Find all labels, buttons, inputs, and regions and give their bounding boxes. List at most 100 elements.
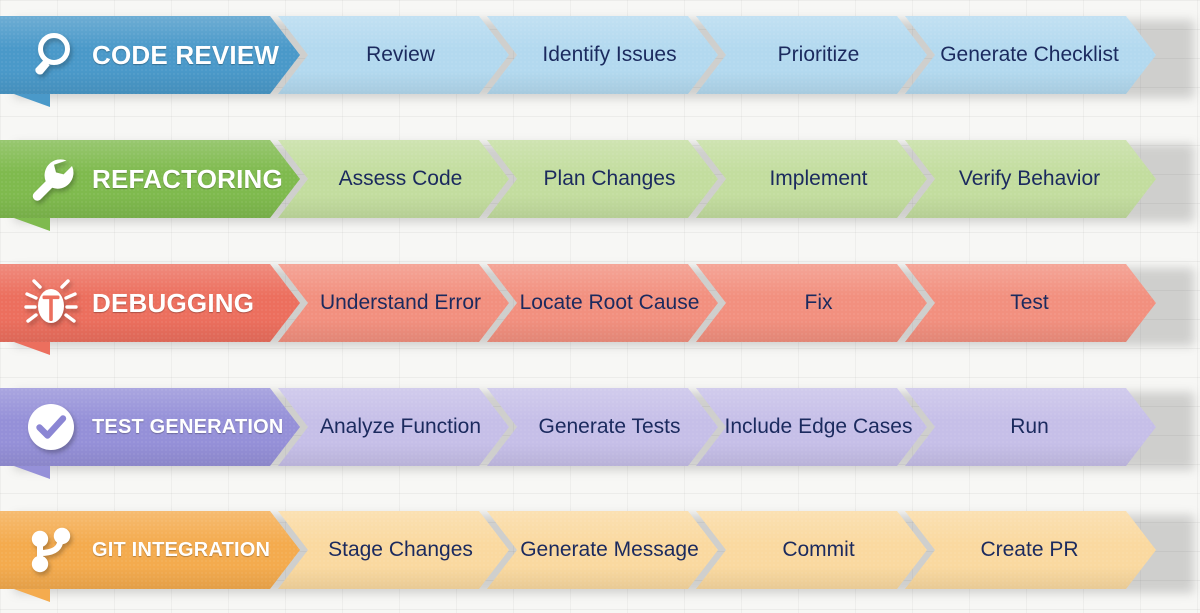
step-background [278, 388, 509, 466]
step-content: Locate Root Cause [520, 291, 700, 315]
workflow-step-test-generation-2[interactable]: Generate Tests [487, 388, 718, 466]
workflow-step-refactoring-2[interactable]: Plan Changes [487, 140, 718, 218]
workflow-title: CODE REVIEW [92, 39, 280, 70]
step-content: Generate Tests [538, 415, 680, 439]
workflow-header-debugging[interactable]: DEBUGGING [0, 264, 300, 342]
workflow-step-code-review-2[interactable]: Identify Issues [487, 16, 718, 94]
workflow-header-git-integration[interactable]: GIT INTEGRATION [0, 511, 300, 589]
workflow-title: GIT INTEGRATION [92, 538, 271, 561]
step-content: Plan Changes [544, 167, 676, 191]
header-content: CODE REVIEW [24, 28, 279, 82]
step-content: Generate Checklist [940, 43, 1119, 67]
ribbon-fold-tail [14, 94, 50, 107]
step-label: Verify Behavior [958, 167, 1101, 190]
workflow-step-debugging-2[interactable]: Locate Root Cause [487, 264, 718, 342]
step-label: Prioritize [777, 43, 860, 66]
step-background [696, 140, 927, 218]
step-content: Understand Error [320, 291, 481, 315]
step-background [487, 388, 718, 466]
ribbon-fold-tail [14, 466, 50, 479]
header-content: DEBUGGING [24, 276, 254, 330]
step-label: Review [366, 43, 435, 66]
workflow-row-debugging: DEBUGGING Understand Error Locate Root Cau… [0, 264, 1200, 355]
ribbon-fold-tail [14, 218, 50, 231]
workflow-header-code-review[interactable]: CODE REVIEW [0, 16, 300, 94]
step-content: Fix [805, 291, 833, 315]
step-background [905, 140, 1156, 218]
ribbon-fold-tail [14, 342, 50, 355]
workflow-step-test-generation-3[interactable]: Include Edge Cases [696, 388, 927, 466]
workflow-title: REFACTORING [92, 163, 283, 194]
workflow-step-refactoring-3[interactable]: Implement [696, 140, 927, 218]
workflow-step-refactoring-4[interactable]: Verify Behavior [905, 140, 1156, 218]
step-label: Commit [782, 538, 855, 561]
workflow-header-test-generation[interactable]: TEST GENERATION [0, 388, 300, 466]
step-label: Test [1010, 291, 1049, 314]
step-background [905, 388, 1156, 466]
step-background [278, 140, 509, 218]
step-content: Create PR [980, 538, 1078, 562]
workflow-step-test-generation-4[interactable]: Run [905, 388, 1156, 466]
workflow-track: GIT INTEGRATION Stage Changes Generate Mes… [0, 511, 1200, 589]
step-label: Stage Changes [328, 538, 473, 561]
header-content: GIT INTEGRATION [24, 523, 270, 577]
wrench-icon [24, 152, 78, 206]
step-label: Create PR [980, 538, 1079, 561]
header-content: TEST GENERATION [24, 400, 284, 454]
step-content: Identify Issues [542, 43, 676, 67]
step-background [696, 16, 927, 94]
step-background [696, 388, 927, 466]
bug-icon [24, 276, 78, 330]
workflow-title: TEST GENERATION [92, 415, 284, 438]
step-background [696, 511, 927, 589]
step-content: Test [1010, 291, 1049, 315]
step-label: Understand Error [319, 291, 482, 314]
ribbon-fold-tail [14, 589, 50, 602]
workflow-step-refactoring-1[interactable]: Assess Code [278, 140, 509, 218]
workflow-track: CODE REVIEW Review Identify Issues Prioriti… [0, 16, 1200, 94]
workflow-title: DEBUGGING [92, 287, 255, 318]
workflow-step-git-integration-3[interactable]: Commit [696, 511, 927, 589]
step-label: Identify Issues [542, 43, 677, 66]
step-label: Analyze Function [319, 415, 482, 438]
step-label: Implement [769, 167, 868, 190]
step-background [278, 511, 509, 589]
step-content: Run [1010, 415, 1049, 439]
workflow-step-debugging-1[interactable]: Understand Error [278, 264, 509, 342]
step-background [487, 264, 718, 342]
workflow-track: TEST GENERATION Analyze Function Generate … [0, 388, 1200, 466]
step-background [487, 140, 718, 218]
step-label: Fix [804, 291, 833, 314]
step-background [905, 511, 1156, 589]
step-label: Generate Checklist [940, 43, 1119, 66]
workflow-step-code-review-4[interactable]: Generate Checklist [905, 16, 1156, 94]
step-content: Include Edge Cases [725, 415, 913, 439]
step-label: Generate Tests [538, 415, 681, 438]
step-content: Prioritize [778, 43, 860, 67]
step-content: Review [366, 43, 435, 67]
workflow-step-git-integration-1[interactable]: Stage Changes [278, 511, 509, 589]
workflow-step-debugging-4[interactable]: Test [905, 264, 1156, 342]
step-background [905, 16, 1156, 94]
workflow-step-test-generation-1[interactable]: Analyze Function [278, 388, 509, 466]
step-content: Generate Message [520, 538, 699, 562]
step-content: Implement [769, 167, 867, 191]
step-label: Plan Changes [543, 167, 676, 190]
workflow-row-test-generation: TEST GENERATION Analyze Function Generate … [0, 388, 1200, 479]
git-branch-icon [24, 523, 78, 577]
step-label: Generate Message [520, 538, 699, 561]
workflow-step-git-integration-2[interactable]: Generate Message [487, 511, 718, 589]
workflow-step-debugging-3[interactable]: Fix [696, 264, 927, 342]
step-background [278, 264, 509, 342]
header-background [0, 16, 300, 94]
workflow-step-git-integration-4[interactable]: Create PR [905, 511, 1156, 589]
step-label: Run [1010, 415, 1049, 438]
workflow-header-refactoring[interactable]: REFACTORING [0, 140, 300, 218]
check-circle-icon [24, 400, 78, 454]
workflow-step-code-review-3[interactable]: Prioritize [696, 16, 927, 94]
workflow-row-code-review: CODE REVIEW Review Identify Issues Prioriti… [0, 16, 1200, 107]
workflow-step-code-review-1[interactable]: Review [278, 16, 509, 94]
